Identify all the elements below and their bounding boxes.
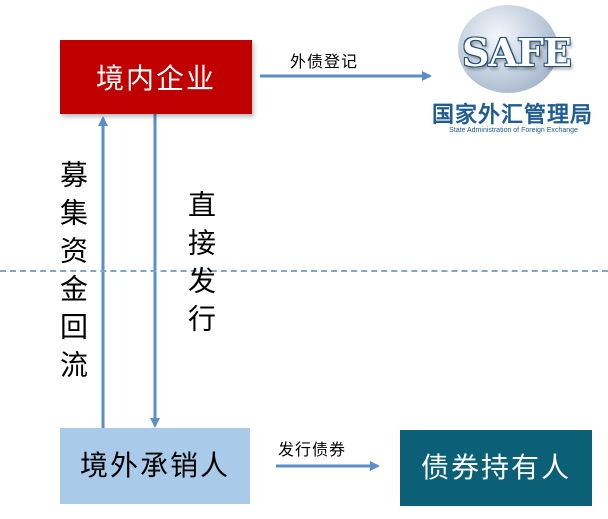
globe-icon xyxy=(458,5,558,93)
safe-chinese-name: 国家外汇管理局 xyxy=(431,103,593,128)
repatriation-label: 募集资金回流 xyxy=(56,160,89,388)
onshore-offshore-divider xyxy=(0,270,608,272)
safe-wordmark: SAFE xyxy=(462,30,572,75)
direct-issue-label: 直接发行 xyxy=(184,190,217,342)
safe-logo: SAFE 国家外汇管理局 State Administration of For… xyxy=(420,5,605,145)
bond-holder-box: 债券持有人 xyxy=(400,430,592,506)
domestic-enterprise-label: 境内企业 xyxy=(95,62,216,95)
safe-english-name: State Administration of Foreign Exchange xyxy=(449,127,578,134)
domestic-enterprise-box: 境内企业 xyxy=(60,40,252,114)
issue-bonds-label: 发行债券 xyxy=(278,440,347,459)
offshore-underwriter-box: 境外承销人 xyxy=(60,428,250,504)
offshore-underwriter-label: 境外承销人 xyxy=(79,449,230,482)
bond-holder-label: 债券持有人 xyxy=(420,451,571,484)
registration-label: 外债登记 xyxy=(290,52,359,71)
